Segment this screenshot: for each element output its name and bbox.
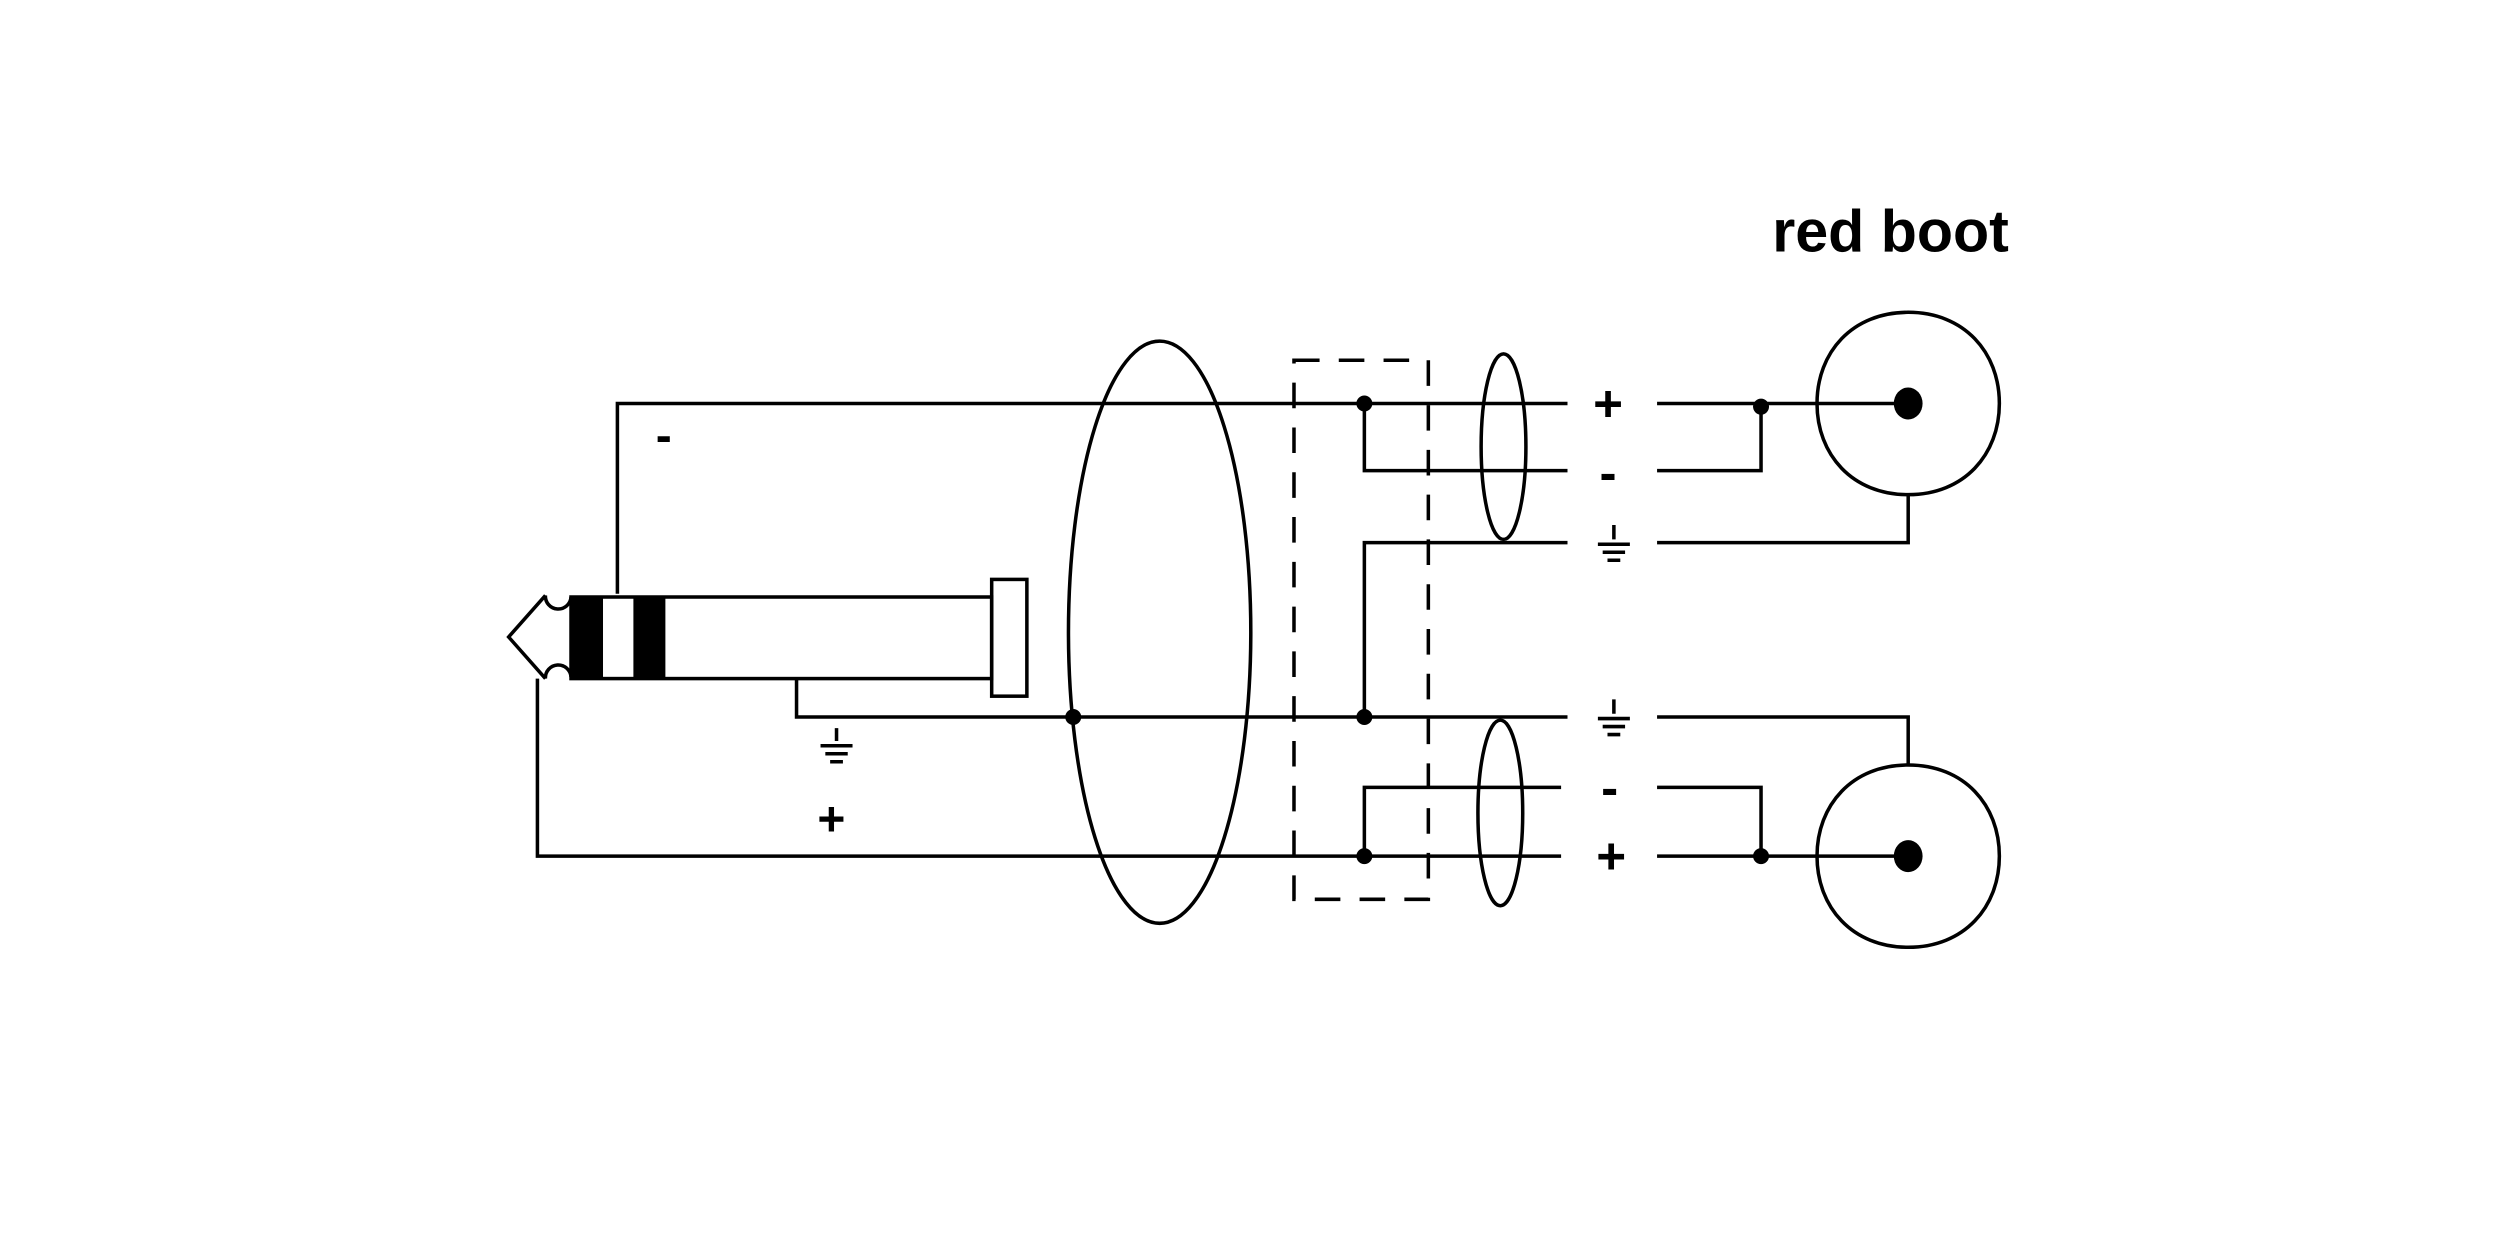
ground-icon: [1597, 699, 1630, 737]
bridge-bottom: [1362, 785, 1562, 857]
junction-dot: [1356, 848, 1373, 865]
junction-dot: [1753, 848, 1770, 865]
rca-top-ground: [1657, 494, 1910, 545]
rca-bottom-wires: [1657, 785, 1909, 858]
shield-box: [1292, 358, 1431, 902]
rca-connector-top: [1815, 310, 2002, 497]
bridge-top: [1362, 403, 1568, 473]
junction-dot: [1753, 398, 1770, 415]
rca-connector-bottom: [1815, 763, 2002, 950]
wire-ground: [794, 678, 1568, 719]
stereo-jack-plug: [506, 577, 1029, 698]
cable-jacket: [1066, 339, 1253, 926]
bottom-minus-label: -: [1601, 759, 1618, 816]
wire-minus: [615, 401, 1568, 594]
rca-pin: [1893, 840, 1923, 873]
ground-bridge: [1362, 540, 1568, 717]
ground-icon: [1597, 525, 1630, 562]
junction-dot: [1065, 708, 1082, 725]
top-plus-label: +: [1593, 375, 1623, 432]
top-minus-label: -: [1599, 444, 1616, 501]
connector-title: red boot: [1772, 198, 2009, 265]
junction-dot: [1356, 708, 1373, 725]
cable-bottom: [1476, 718, 1525, 908]
rca-bottom-ground: [1657, 715, 1910, 765]
minus-label: -: [656, 409, 672, 462]
rca-top-wires: [1657, 401, 1909, 473]
rca-pin: [1893, 387, 1923, 420]
ground-icon: [820, 728, 853, 764]
plus-label: +: [817, 793, 845, 846]
wire-plus: [535, 678, 1562, 858]
cable-top: [1479, 352, 1528, 542]
ring-band: [633, 597, 666, 679]
tip-band: [571, 597, 604, 679]
bottom-plus-label: +: [1596, 828, 1626, 885]
junction-dot: [1356, 395, 1373, 412]
